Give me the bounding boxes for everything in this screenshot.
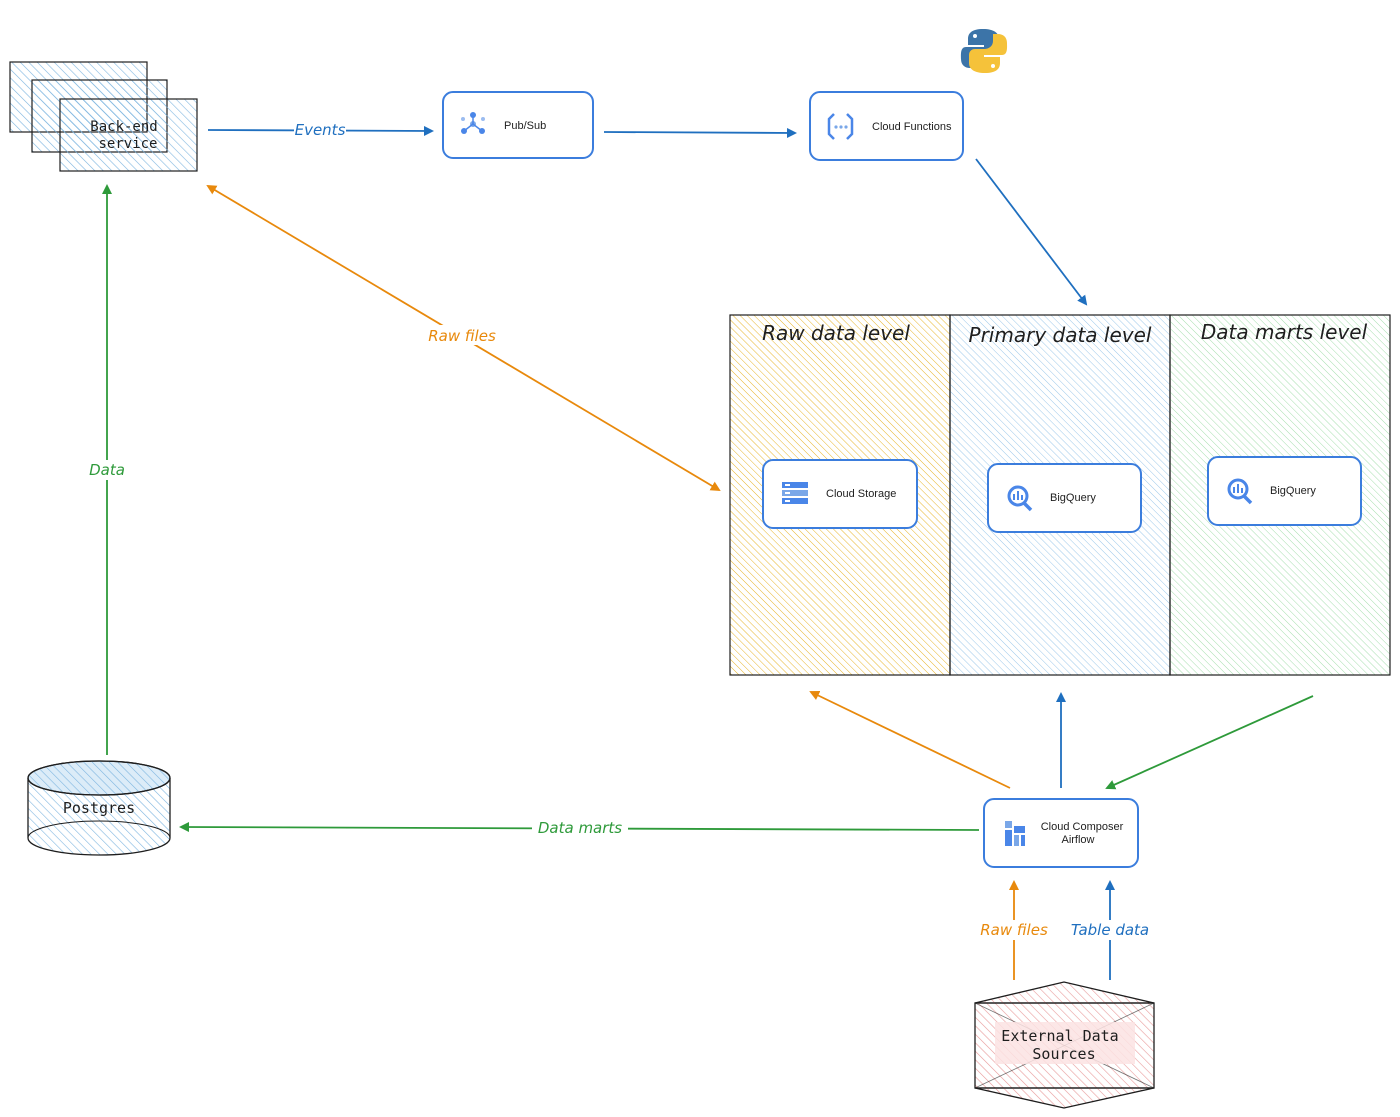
- pubsub-icon: [461, 112, 485, 134]
- cloud-storage-label: Cloud Storage: [826, 488, 896, 500]
- data-marts-level-title: Data marts level: [1201, 320, 1368, 344]
- edge-events: Events: [207, 120, 434, 139]
- edge-raw-files-backend-storage: Raw files: [206, 184, 721, 492]
- bigquery-primary-label: BigQuery: [1050, 492, 1096, 504]
- edge-data-marts-composer-to-postgres: Data marts: [179, 818, 980, 838]
- pubsub-node[interactable]: Pub/Sub: [442, 91, 594, 159]
- cloud-storage-node[interactable]: Cloud Storage: [762, 459, 918, 529]
- pubsub-label: Pub/Sub: [504, 120, 546, 132]
- cloud-functions-icon: [827, 113, 854, 140]
- external-label-line1: External Data: [1001, 1027, 1118, 1045]
- backend-label-line1: Back-end: [90, 119, 157, 135]
- cloud-composer-label-line2: Airflow: [1061, 834, 1094, 846]
- cloud-functions-node[interactable]: Cloud Functions: [809, 91, 964, 161]
- edge-label-events: Events: [295, 121, 346, 139]
- edge-composer-to-raw: [809, 690, 1011, 789]
- raw-data-level-title: Raw data level: [762, 321, 910, 345]
- bigquery-icon: [1007, 485, 1033, 512]
- edge-marts-to-composer: [1105, 695, 1314, 790]
- edge-data-postgres-to-backend: Data: [84, 184, 130, 755]
- bigquery-icon: [1227, 478, 1253, 505]
- postgres-node[interactable]: Postgres: [27, 760, 171, 856]
- cloud-functions-label: Cloud Functions: [872, 121, 952, 133]
- edge-functions-to-primary: [975, 158, 1088, 306]
- cloud-storage-icon: [782, 482, 808, 504]
- backend-service-node[interactable]: Back-end service: [9, 61, 198, 172]
- edge-label-data-marts: Data marts: [538, 819, 622, 837]
- edge-label-table-data: Table data: [1071, 921, 1149, 939]
- edge-label-data: Data: [89, 461, 125, 479]
- external-data-sources-node[interactable]: External Data Sources: [974, 981, 1155, 1109]
- edge-label-raw-files-bottom: Raw files: [980, 921, 1048, 939]
- edge-pubsub-to-functions: [603, 127, 797, 138]
- cloud-composer-node[interactable]: Cloud Composer Airflow: [983, 798, 1139, 868]
- bigquery-marts-node[interactable]: BigQuery: [1207, 456, 1362, 526]
- bigquery-marts-label: BigQuery: [1270, 485, 1316, 497]
- cloud-composer-label-line1: Cloud Composer: [1041, 821, 1124, 833]
- edge-external-raw-files: Raw files: [975, 880, 1053, 980]
- edge-external-table-data: Table data: [1062, 880, 1158, 980]
- postgres-label: Postgres: [63, 799, 135, 817]
- external-label-line2: Sources: [1032, 1045, 1095, 1063]
- python-logo-icon: [960, 29, 1008, 73]
- cloud-composer-icon: [1005, 821, 1025, 846]
- backend-label-line2: service: [98, 136, 157, 152]
- bigquery-primary-node[interactable]: BigQuery: [987, 463, 1142, 533]
- edge-label-raw-files-top: Raw files: [428, 327, 496, 345]
- primary-data-level-title: Primary data level: [969, 323, 1152, 347]
